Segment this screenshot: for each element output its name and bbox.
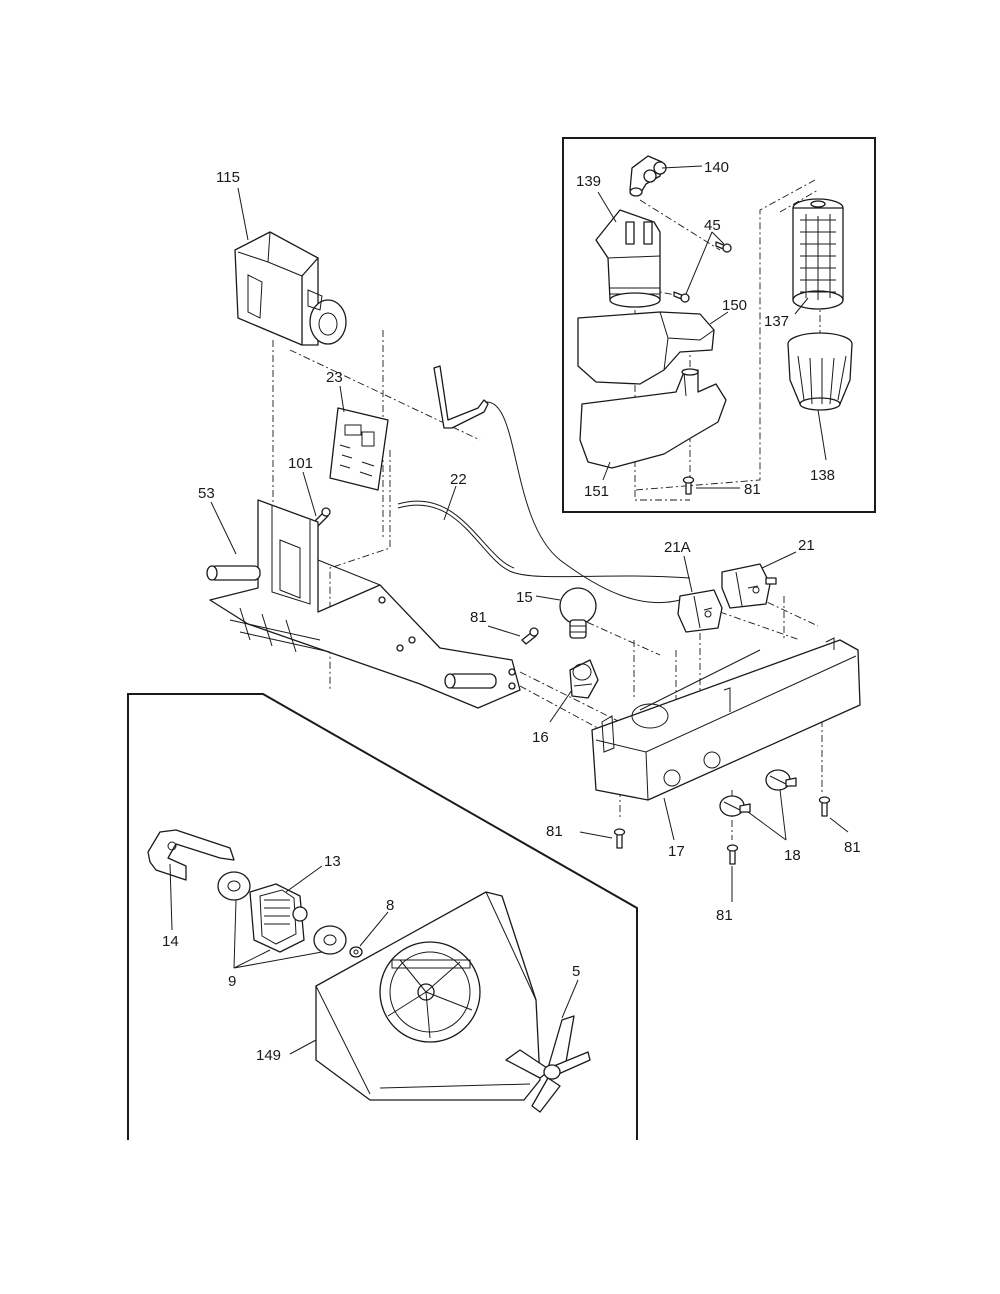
part-13-fan-motor[interactable] bbox=[249, 883, 308, 953]
label-81-b: 81 bbox=[546, 823, 563, 840]
part-139-filter-head[interactable] bbox=[595, 209, 661, 308]
filter-inset-frame bbox=[562, 137, 876, 513]
part-23-circuit-board[interactable] bbox=[329, 407, 389, 491]
label-16: 16 bbox=[532, 729, 549, 746]
fan-inset-frame bbox=[127, 693, 638, 1140]
part-21A-switch[interactable] bbox=[677, 589, 723, 633]
label-23: 23 bbox=[326, 369, 343, 386]
part-151-cover-lower[interactable] bbox=[579, 368, 727, 469]
label-137: 137 bbox=[764, 313, 789, 330]
label-17: 17 bbox=[668, 843, 685, 860]
part-14-bracket[interactable] bbox=[147, 829, 235, 881]
part-17-dispenser-housing[interactable] bbox=[591, 637, 861, 801]
label-45: 45 bbox=[704, 217, 721, 234]
label-151: 151 bbox=[584, 483, 609, 500]
part-150-cover-upper[interactable] bbox=[577, 311, 715, 385]
part-81-screw-d[interactable] bbox=[818, 796, 831, 817]
label-15: 15 bbox=[516, 589, 533, 606]
part-21-switch[interactable] bbox=[721, 563, 777, 609]
part-9-bearings[interactable] bbox=[217, 871, 347, 955]
part-81-screw-e[interactable] bbox=[682, 476, 695, 495]
label-21A: 21A bbox=[664, 539, 691, 556]
label-139: 139 bbox=[576, 173, 601, 190]
part-8-washer[interactable] bbox=[349, 946, 363, 958]
label-14: 14 bbox=[162, 933, 179, 950]
label-22: 22 bbox=[450, 471, 467, 488]
label-81-e: 81 bbox=[744, 481, 761, 498]
label-8: 8 bbox=[386, 897, 394, 914]
part-138-filter-bowl[interactable] bbox=[787, 332, 853, 411]
label-149: 149 bbox=[256, 1047, 281, 1064]
label-5: 5 bbox=[572, 963, 580, 980]
part-149-fan-shroud[interactable] bbox=[315, 891, 541, 1101]
label-53: 53 bbox=[198, 485, 215, 502]
label-13: 13 bbox=[324, 853, 341, 870]
part-81-screw-a[interactable] bbox=[521, 627, 539, 645]
part-81-screw-b[interactable] bbox=[613, 828, 626, 849]
label-81-a: 81 bbox=[470, 609, 487, 626]
label-138: 138 bbox=[810, 467, 835, 484]
label-81-c: 81 bbox=[716, 907, 733, 924]
leader-lines bbox=[169, 165, 849, 1055]
part-22-tubing[interactable] bbox=[397, 365, 691, 604]
label-18: 18 bbox=[784, 847, 801, 864]
part-137-filter-cartridge[interactable] bbox=[792, 198, 844, 310]
part-115-control-box[interactable] bbox=[234, 231, 347, 346]
part-53-housing[interactable] bbox=[206, 499, 521, 709]
label-81-d: 81 bbox=[844, 839, 861, 856]
label-140: 140 bbox=[704, 159, 729, 176]
part-16-lamp-socket[interactable] bbox=[569, 659, 599, 699]
part-labels: 115 23 101 53 22 15 81 16 21A 21 81 17 1… bbox=[162, 159, 861, 1064]
label-21: 21 bbox=[798, 537, 815, 554]
part-5-fan-blade[interactable] bbox=[505, 1015, 591, 1113]
label-101: 101 bbox=[288, 455, 313, 472]
part-81-screw-c[interactable] bbox=[726, 844, 739, 865]
part-15-light-bulb[interactable] bbox=[559, 587, 597, 639]
label-9: 9 bbox=[228, 973, 236, 990]
label-150: 150 bbox=[722, 297, 747, 314]
part-18-knobs[interactable] bbox=[719, 769, 797, 817]
part-45-screws[interactable] bbox=[673, 241, 732, 303]
part-140-elbow-fitting[interactable] bbox=[629, 155, 667, 197]
label-115: 115 bbox=[216, 169, 240, 186]
